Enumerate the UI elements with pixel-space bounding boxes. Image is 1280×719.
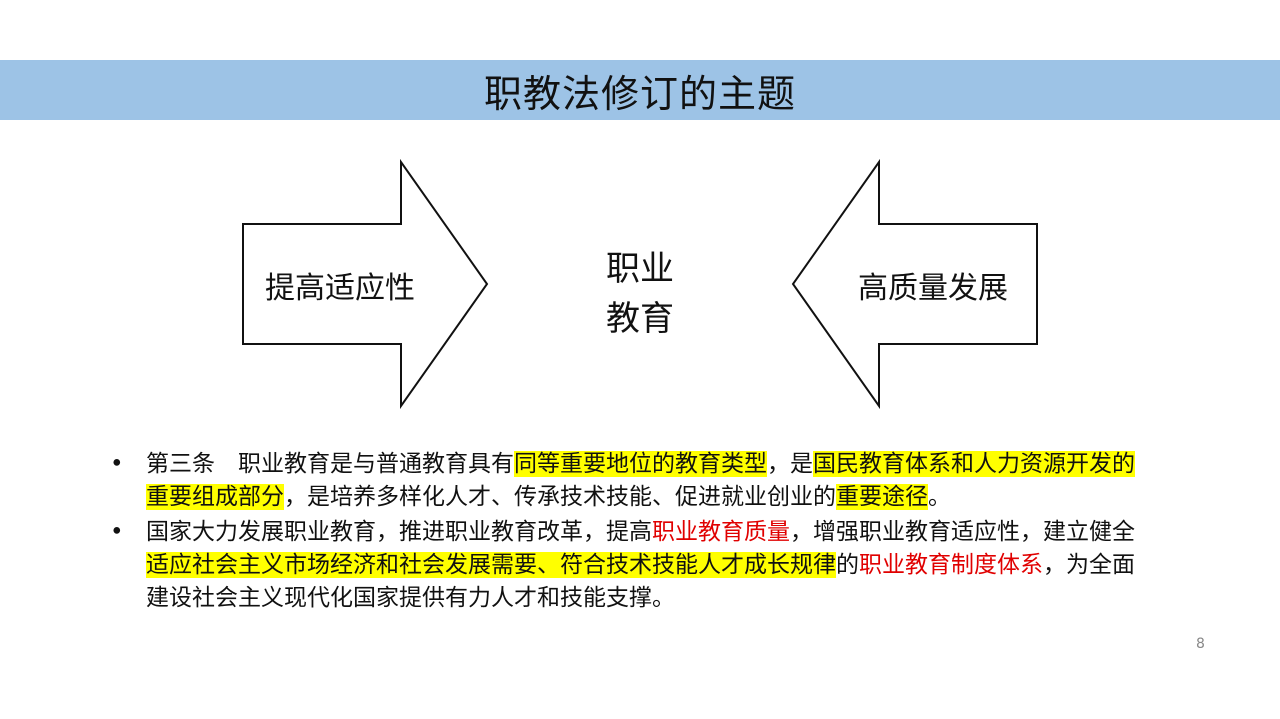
bullet-item-1: • 第三条 职业教育是与普通教育具有同等重要地位的教育类型，是国民教育体系和人力… — [110, 448, 1140, 514]
text-segment: ，是培养多样化人才、传承技术技能、促进就业创业的 — [284, 484, 836, 510]
page-number: 8 — [1196, 636, 1205, 652]
slide-title: 职教法修订的主题 — [483, 71, 796, 116]
highlighted-text: 重要途径 — [836, 484, 928, 510]
red-emphasis-text: 职业教育质量 — [652, 519, 790, 545]
bullet-list: • 第三条 职业教育是与普通教育具有同等重要地位的教育类型，是国民教育体系和人力… — [110, 448, 1140, 617]
bullet-dot: • — [110, 519, 124, 545]
bullet-text-1: 第三条 职业教育是与普通教育具有同等重要地位的教育类型，是国民教育体系和人力资源… — [146, 448, 1140, 514]
bullet-text-2: 国家大力发展职业教育，推进职业教育改革，提高职业教育质量，增强职业教育适应性，建… — [146, 516, 1140, 615]
bullet-dot: • — [110, 451, 124, 477]
text-segment: ，增强职业教育适应性，建立健全 — [790, 519, 1135, 545]
center-label-line1: 职业 — [606, 249, 674, 289]
red-emphasis-text: 职业教育制度体系 — [859, 552, 1043, 578]
text-segment: 国家大力发展职业教育，推进职业教育改革，提高 — [146, 519, 652, 545]
text-segment: 第三条 职业教育是与普通教育具有 — [146, 451, 514, 477]
left-arrow-label: 提高适应性 — [265, 271, 415, 306]
right-arrow — [791, 158, 1038, 410]
text-segment: ，为全面建设社会主义现代化国家提供有力人才和技能支撑。 — [146, 552, 1135, 611]
center-label-line2: 教育 — [606, 299, 674, 339]
title-bar: 职教法修订的主题 — [0, 60, 1280, 120]
text-segment: 的 — [836, 552, 859, 578]
text-segment: 。 — [928, 484, 951, 510]
highlighted-text: 适应社会主义市场经济和社会发展需要、符合技术技能人才成长规律 — [146, 552, 836, 578]
highlighted-text: 同等重要地位的教育类型 — [514, 451, 767, 477]
right-arrow-label: 高质量发展 — [858, 271, 1008, 306]
bullet-item-2: • 国家大力发展职业教育，推进职业教育改革，提高职业教育质量，增强职业教育适应性… — [110, 516, 1140, 615]
text-segment: ，是 — [767, 451, 813, 477]
center-label: 职业 教育 — [590, 244, 690, 344]
left-arrow — [242, 158, 489, 410]
